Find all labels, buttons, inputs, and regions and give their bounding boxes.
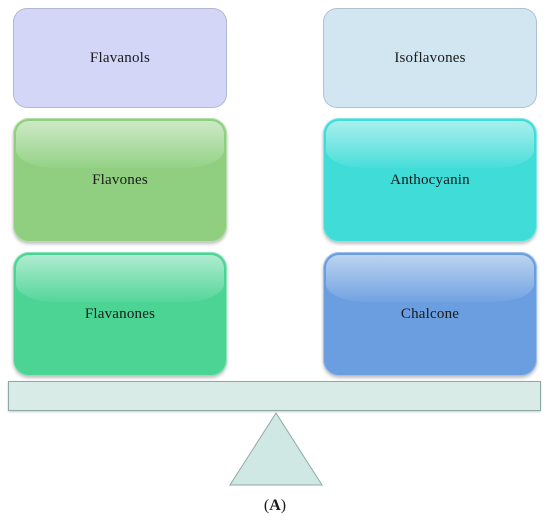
flavanols-box: Flavanols [13, 8, 227, 108]
flavones-label: Flavones [92, 171, 148, 188]
balance-beam [8, 381, 541, 411]
flavanones-box: Flavanones [13, 252, 227, 376]
caption-letter: A [269, 497, 281, 514]
isoflavones-box: Isoflavones [323, 8, 537, 108]
figure-caption: (A) [0, 497, 550, 515]
flavanols-label: Flavanols [89, 49, 151, 66]
flavones-box: Flavones [13, 118, 227, 242]
chalcone-box: Chalcone [323, 252, 537, 376]
caption-close-paren: ) [280, 497, 287, 514]
isoflavones-label: Isoflavones [394, 49, 466, 66]
chalcone-label: Chalcone [400, 305, 460, 322]
anthocyanin-label: Anthocyanin [390, 171, 470, 188]
flavanones-label: Flavanones [84, 305, 156, 322]
anthocyanin-box: Anthocyanin [323, 118, 537, 242]
fulcrum-triangle [229, 412, 323, 486]
caption-open-paren: ( [263, 497, 270, 514]
